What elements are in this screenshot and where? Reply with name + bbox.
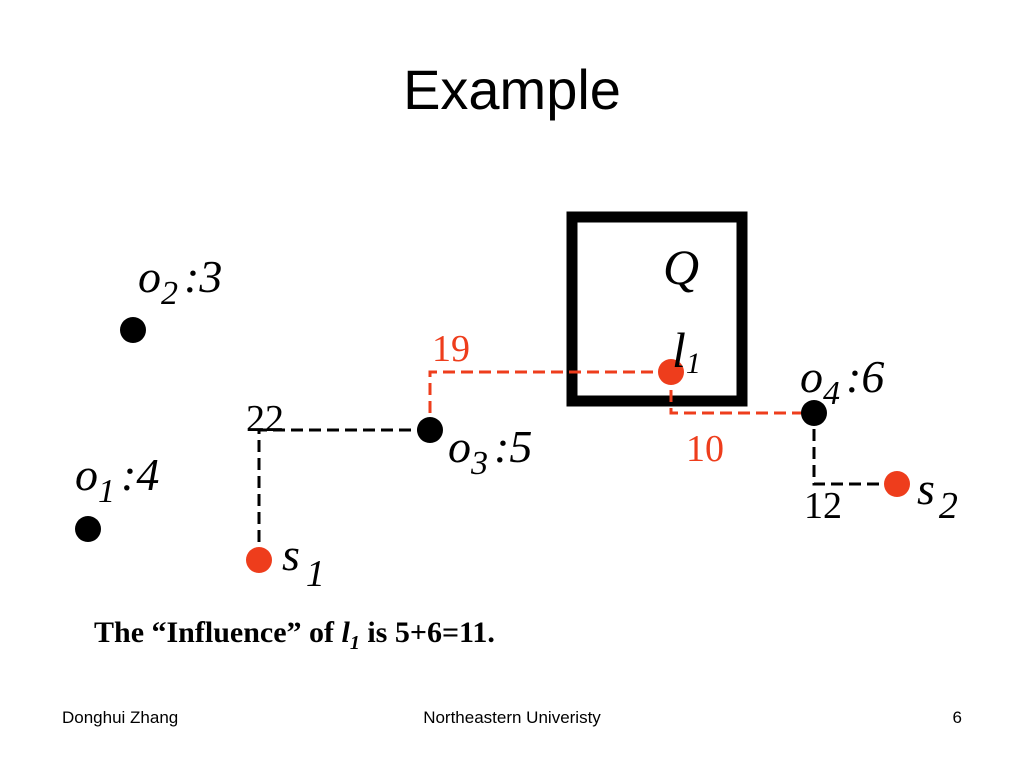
point-o3 xyxy=(417,417,443,443)
point-s1 xyxy=(246,547,272,573)
distance-l1-o4: 10 xyxy=(686,428,724,470)
path-s2-o4 xyxy=(812,413,897,486)
query-region xyxy=(566,211,748,407)
footer-institution: Northeastern Univeristy xyxy=(423,708,601,727)
path-s1-o3 xyxy=(257,428,430,560)
label-o2: o2:3 xyxy=(138,251,222,312)
caption-suffix: is 5+6=11. xyxy=(359,616,495,649)
point-l1 xyxy=(658,359,684,385)
label-l1: l1 xyxy=(672,322,701,380)
footer-author: Donghui Zhang xyxy=(62,708,179,727)
caption-var: l xyxy=(341,616,350,649)
distance-l1-o3: 19 xyxy=(432,328,470,370)
slide-title: Example xyxy=(403,58,621,121)
query-label: Q xyxy=(663,239,699,295)
caption-sub: 1 xyxy=(349,632,360,654)
path-l1-o4 xyxy=(669,372,814,415)
path-l1-o3 xyxy=(428,370,671,429)
point-o1 xyxy=(75,516,101,542)
label-o3: o3:5 xyxy=(448,421,532,482)
label-o4: o4:6 xyxy=(800,351,884,412)
distance-s1-o3: 22 xyxy=(246,398,284,440)
distance-s2-o4: 12 xyxy=(804,485,842,527)
point-s2 xyxy=(884,471,910,497)
point-o2 xyxy=(120,317,146,343)
label-o1: o1:4 xyxy=(75,449,159,510)
caption: The “Influence” of l1 is 5+6=11. xyxy=(94,616,495,655)
caption-prefix: The “Influence” of xyxy=(94,616,342,649)
footer-page-number: 6 xyxy=(952,708,962,727)
point-o4 xyxy=(801,400,827,426)
